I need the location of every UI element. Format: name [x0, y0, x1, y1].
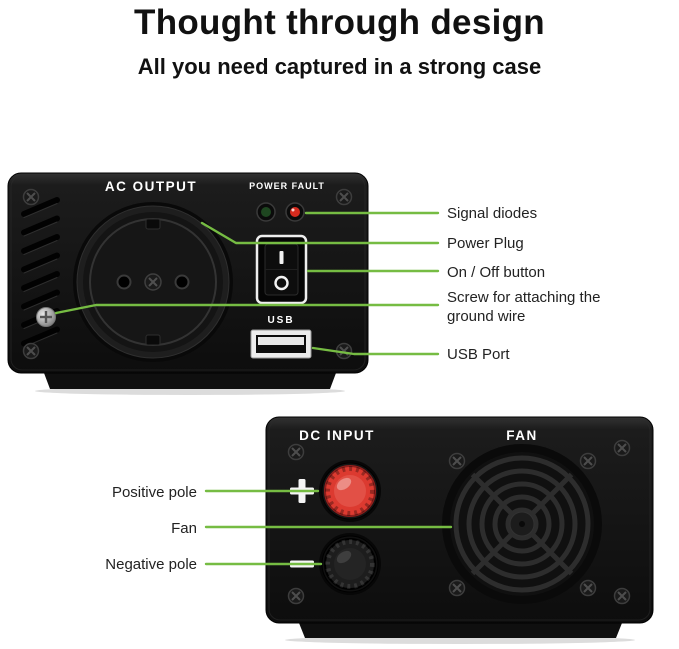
ac-socket — [73, 202, 233, 362]
callout-on-off-button: On / Off button — [447, 264, 546, 281]
switch-on-mark — [279, 251, 284, 264]
callout-power-plug: Power Plug — [447, 235, 524, 252]
power-fault-label: POWER FAULT — [249, 181, 325, 191]
front-base — [44, 373, 336, 389]
callout-signal-diodes: Signal diodes — [447, 205, 538, 222]
ground-screw-icon — [36, 307, 56, 327]
ac-output-label: AC OUTPUT — [105, 179, 197, 194]
back-base — [299, 623, 622, 638]
screw-icon — [287, 443, 305, 461]
page-subtitle: All you need captured in a strong case — [137, 54, 542, 79]
callout-positive-pole: Positive pole — [111, 484, 197, 501]
back-case-edge — [268, 419, 651, 621]
screw-icon — [335, 188, 353, 206]
callout-fan: Fan — [171, 520, 197, 537]
socket-pin-hole-right — [174, 274, 190, 290]
usb-label: USB — [267, 315, 294, 326]
inverter-front-view: AC OUTPUT POWER FAULT — [7, 172, 369, 395]
screw-icon — [22, 342, 40, 360]
screw-icon — [613, 587, 631, 605]
switch-off-mark — [274, 275, 289, 291]
callout-leaders — [54, 211, 453, 566]
callout-ground-screw: Screw for attaching the ground wire — [447, 289, 601, 325]
signal-diode-fault-icon — [285, 202, 305, 222]
negative-terminal — [319, 533, 381, 595]
front-case-edge — [10, 175, 366, 371]
usb-port — [250, 329, 312, 359]
screw-icon — [613, 439, 631, 457]
leader-usb-port — [311, 346, 440, 356]
socket-center-screw-icon — [144, 273, 162, 291]
fan-grille — [442, 444, 602, 604]
inverter-back-view: DC INPUT FAN — [265, 416, 654, 644]
screw-icon — [448, 579, 466, 597]
on-off-switch — [255, 234, 308, 305]
dc-input-label: DC INPUT — [299, 428, 375, 443]
screw-icon — [22, 188, 40, 206]
screw-icon — [579, 452, 597, 470]
callout-negative-pole: Negative pole — [105, 556, 197, 573]
fan-label: FAN — [506, 428, 538, 443]
page-title: Thought through design — [134, 3, 545, 42]
positive-terminal — [319, 460, 381, 522]
screw-icon — [579, 579, 597, 597]
screw-icon — [448, 452, 466, 470]
screw-icon — [287, 587, 305, 605]
leader-power-plug — [200, 221, 440, 245]
socket-pin-hole-left — [116, 274, 132, 290]
callout-usb-port: USB Port — [447, 346, 510, 363]
leader-ground-screw — [54, 303, 440, 315]
signal-diode-power-icon — [256, 202, 276, 222]
